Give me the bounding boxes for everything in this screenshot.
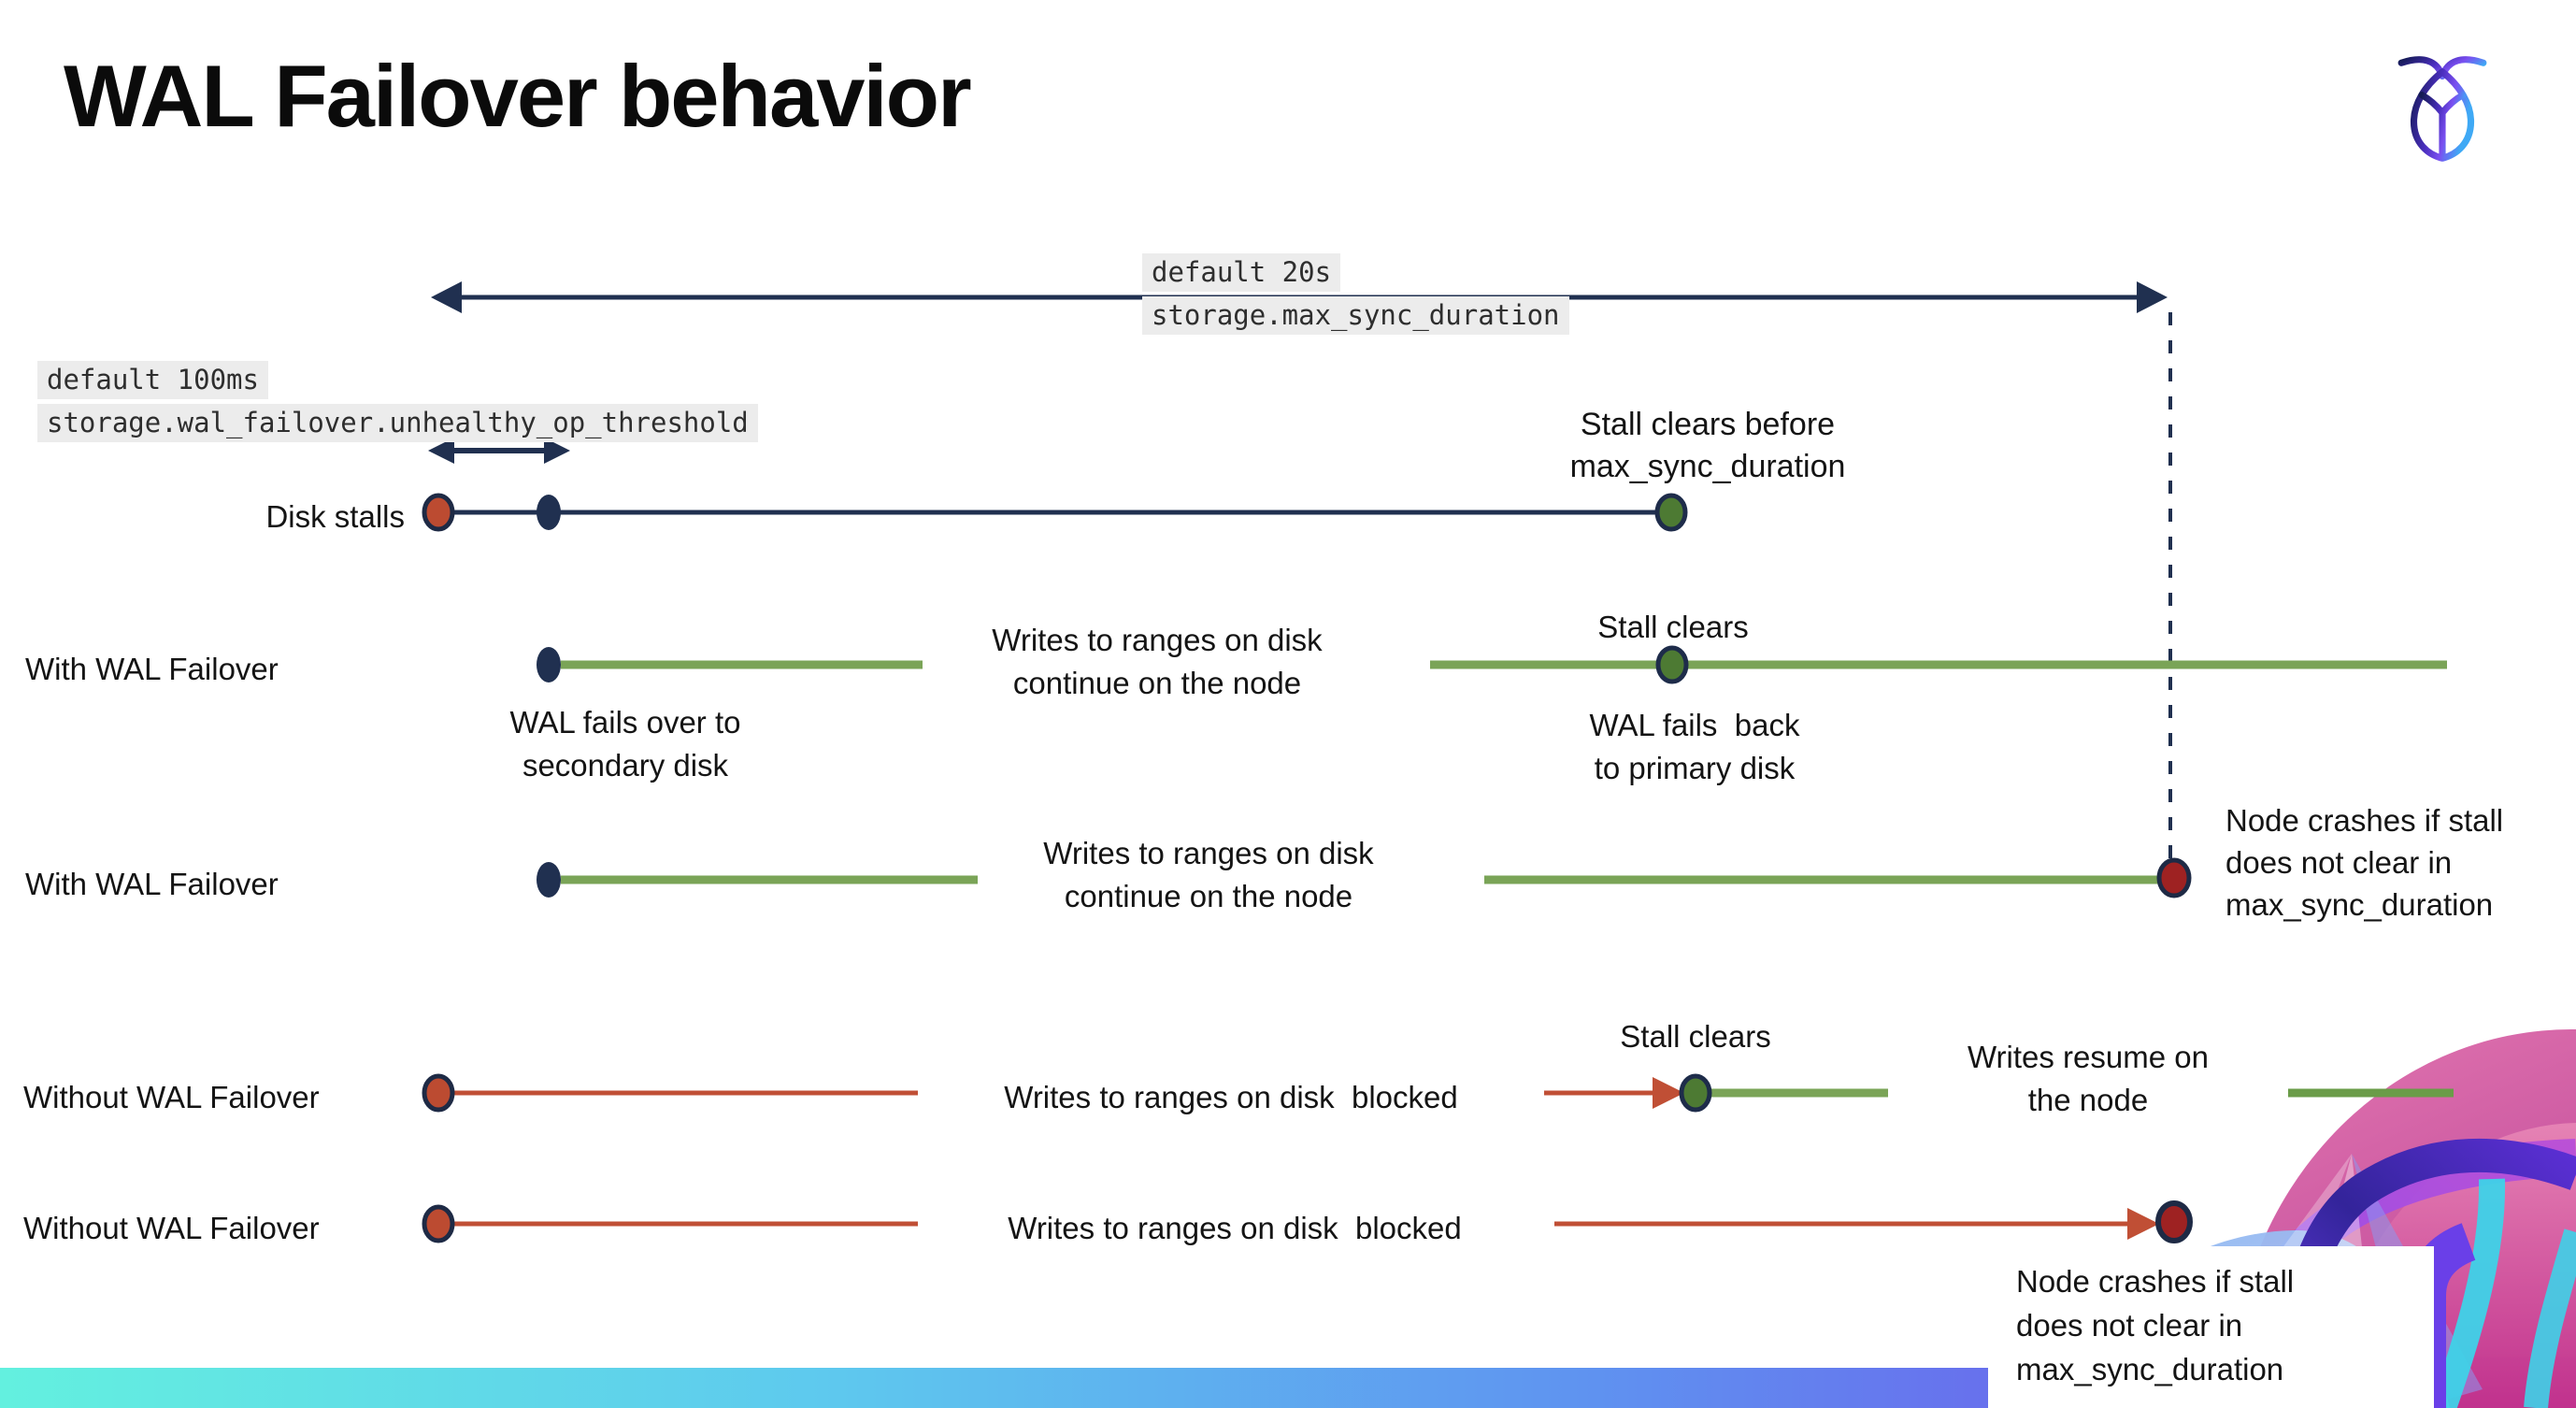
default-20s-text: default 20s: [1142, 253, 1341, 292]
stall-clears-dot: [1654, 493, 1688, 532]
red-arrowhead: [1653, 1077, 1684, 1109]
annotation-writes-blocked-2: Writes to ranges on disk blocked: [1008, 1211, 1462, 1245]
node-crash-dot: [2156, 857, 2192, 898]
stall-start-dot: [422, 1204, 455, 1243]
cockroachdb-logo-icon: [2397, 56, 2487, 162]
unhealthy-op-setting-text: storage.wal_failover.unhealthy_op_thresh…: [37, 404, 758, 442]
annotation-writes-continue-1: Writes to ranges on disk continue on the…: [992, 623, 1323, 700]
logo-antennae: [2397, 56, 2487, 80]
default-100ms-text: default 100ms: [37, 361, 268, 399]
row-label-without-wal-failover-1: Without WAL Failover: [23, 1080, 320, 1114]
row-label-with-wal-failover-2: With WAL Failover: [25, 867, 279, 901]
annotation-wal-fails-back: WAL fails back to primary disk: [1589, 708, 1800, 785]
annotation-writes-resume: Writes resume on the node: [1968, 1040, 2209, 1117]
max-sync-setting-text: storage.max_sync_duration: [1142, 296, 1569, 335]
row-without-wal-failover-1: [422, 1073, 2454, 1113]
row-label-with-wal-failover-1: With WAL Failover: [25, 652, 279, 686]
annotation-wal-fails-over: WAL fails over to secondary disk: [509, 705, 741, 783]
failover-threshold-dot: [537, 495, 561, 530]
arrowhead-left: [431, 281, 462, 313]
failover-dot: [537, 647, 561, 682]
stall-start-dot: [422, 1073, 455, 1113]
annotation-writes-blocked-1: Writes to ranges on disk blocked: [1004, 1080, 1458, 1114]
annotation-node-crashes-1: Node crashes if stall does not clear in …: [2225, 803, 2504, 922]
artwork-cyan-leg-1: [2430, 1178, 2506, 1408]
annotation-writes-continue-2: Writes to ranges on disk continue on the…: [1043, 836, 1374, 913]
row-with-wal-failover-1: [537, 645, 2447, 684]
node-crash-callout: Node crashes if stall does not clear in …: [1988, 1246, 2434, 1408]
failover-dot: [537, 862, 561, 898]
unhealthy-op-threshold-label: default 100ms storage.wal_failover.unhea…: [37, 361, 758, 442]
row-disk-stalls: [422, 493, 1688, 532]
stall-clears-dot: [1655, 645, 1689, 684]
row-label-disk-stalls: Disk stalls: [265, 499, 405, 534]
row-label-without-wal-failover-2: Without WAL Failover: [23, 1211, 320, 1245]
annotation-stall-clears-before: Stall clears before max_sync_duration: [1569, 407, 1846, 484]
logo-wings: [2418, 91, 2467, 160]
row-without-wal-failover-2: [422, 1200, 2193, 1243]
max-sync-duration-label: default 20s storage.max_sync_duration: [1142, 253, 1569, 335]
row-with-wal-failover-2: [537, 857, 2192, 898]
annotation-stall-clears-2: Stall clears: [1620, 1019, 1771, 1054]
stall-start-dot: [422, 493, 455, 532]
page-title: WAL Failover behavior: [64, 47, 972, 145]
arrowhead-right: [2137, 281, 2168, 313]
annotation-stall-clears-1: Stall clears: [1597, 610, 1749, 644]
arrowhead-right: [544, 438, 570, 464]
stall-clears-dot: [1679, 1073, 1712, 1113]
node-crash-dot: [2155, 1200, 2193, 1243]
artwork-cyan-leg-2: [2524, 1228, 2576, 1408]
red-arrowhead: [2127, 1208, 2159, 1240]
unhealthy-op-threshold-arrow: [428, 438, 570, 464]
arrowhead-left: [428, 438, 454, 464]
annotation-node-crashes-2: Node crashes if stall does not clear in …: [2016, 1264, 2295, 1386]
